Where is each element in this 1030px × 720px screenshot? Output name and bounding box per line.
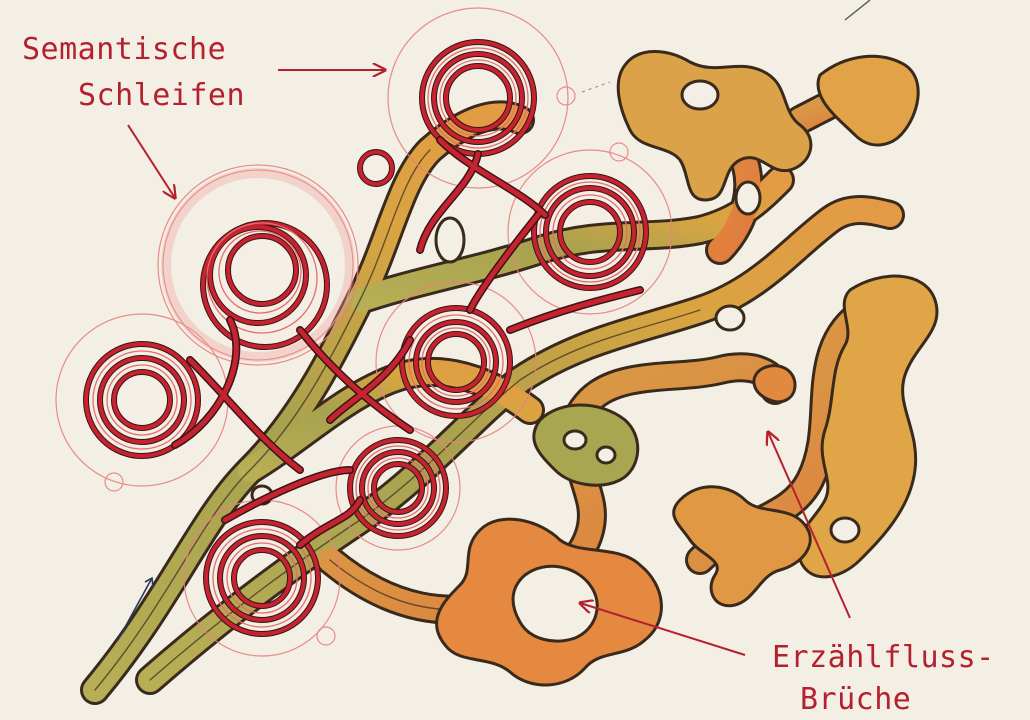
arrow-to-left-loop <box>128 125 175 198</box>
dotted-line <box>582 82 610 92</box>
semantic-loops-label-line1: Semantische <box>22 30 226 70</box>
pencil-line <box>845 0 870 20</box>
narrative-breaks-label-line1: Erzählfluss- <box>772 638 995 678</box>
narrative-breaks-label-line2: Brüche <box>800 680 911 720</box>
semantic-loops-label-line2: Schleifen <box>78 76 245 116</box>
